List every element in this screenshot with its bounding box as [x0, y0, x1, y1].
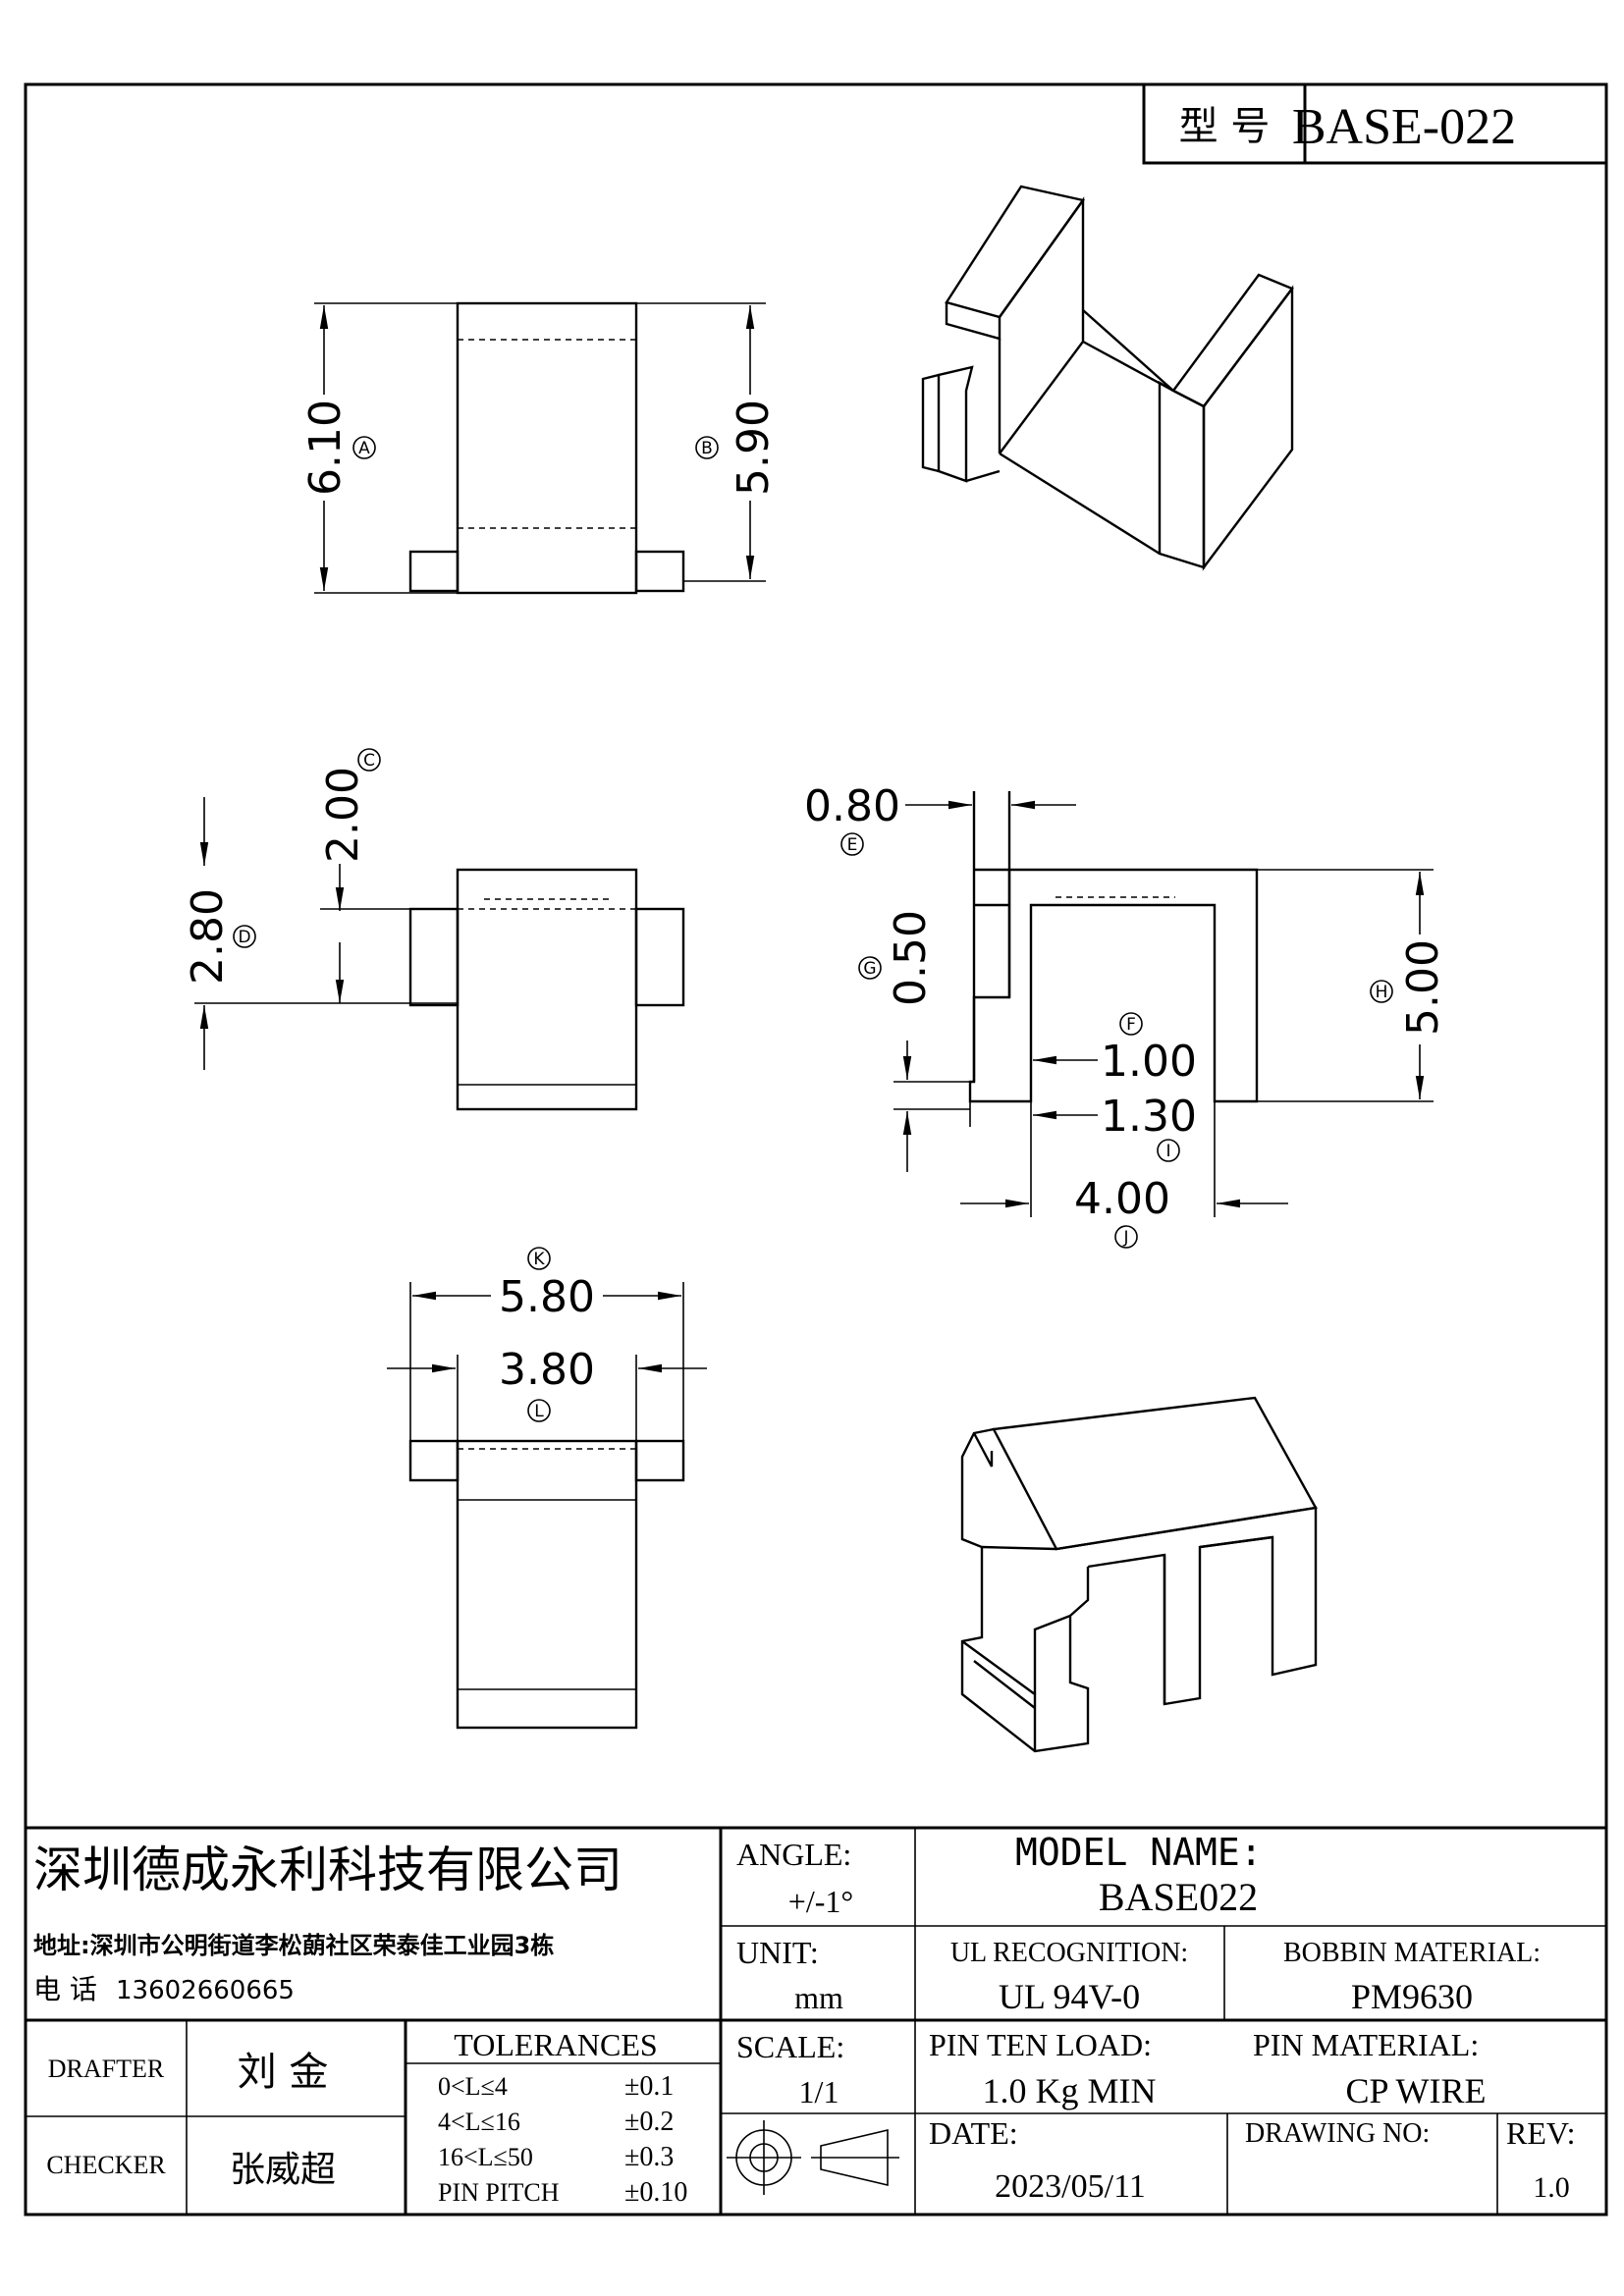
- dim-g-tag: G: [863, 959, 876, 979]
- bottom-view: 5.80 K 3.80 L: [387, 1247, 707, 1730]
- tolerance-value: ±0.1: [624, 2071, 674, 2102]
- dim-d-value: 2.80: [183, 888, 233, 985]
- angle-value: +/-1°: [788, 1884, 853, 1919]
- phone-number: 13602660665: [116, 1976, 295, 2005]
- scale-label: SCALE:: [736, 2029, 844, 2064]
- pin-load-label: PIN TEN LOAD:: [929, 2027, 1152, 2062]
- dim-j-tag: J: [1122, 1228, 1128, 1248]
- angle-label: ANGLE:: [736, 1837, 851, 1872]
- unit-value: mm: [794, 1980, 843, 2015]
- dim-a-tag: A: [358, 439, 370, 458]
- dim-k-tag: K: [533, 1250, 545, 1269]
- pin-material-label: PIN MATERIAL:: [1253, 2027, 1479, 2062]
- ul-value: UL 94V-0: [999, 1977, 1140, 2016]
- dim-j-value: 4.00: [1074, 1174, 1170, 1224]
- projection-symbol-icon: [727, 2120, 899, 2195]
- bobbin-material-label: BOBBIN MATERIAL:: [1283, 1938, 1541, 1968]
- date-label: DATE:: [929, 2115, 1018, 2151]
- tolerance-range: 0<L≤4: [438, 2072, 508, 2101]
- dim-c-tag: C: [363, 751, 375, 771]
- drafter-name: 刘 金: [238, 2050, 329, 2095]
- part-number-label: 型 号: [1179, 104, 1271, 149]
- drawing-frame: [24, 82, 1608, 2216]
- scale-value: 1/1: [799, 2074, 839, 2109]
- tolerance-value: ±0.10: [624, 2177, 687, 2208]
- isometric-view-top: [921, 185, 1294, 571]
- dim-f-tag: F: [1126, 1015, 1136, 1035]
- drawing-no-label: DRAWING NO:: [1245, 2118, 1430, 2149]
- tolerance-value: ±0.3: [624, 2142, 674, 2172]
- dim-d-tag: D: [238, 928, 250, 947]
- tolerance-range: 16<L≤50: [438, 2143, 533, 2171]
- part-number-value: BASE-022: [1292, 99, 1516, 155]
- model-name-label: MODEL NAME:: [1015, 1831, 1263, 1874]
- isometric-view-bottom: [960, 1396, 1318, 1753]
- dim-i-value: 1.30: [1101, 1092, 1197, 1142]
- pin-material-value: CP WIRE: [1345, 2071, 1486, 2110]
- tolerances-label: TOLERANCES: [454, 2027, 657, 2062]
- tolerance-range: PIN PITCH: [438, 2178, 560, 2207]
- dim-f-value: 1.00: [1101, 1037, 1197, 1087]
- title-block: 深圳德成永利科技有限公司 地址:深圳市公明街道李松蓢社区荣泰佳工业园3栋 电 话…: [26, 1826, 1606, 2215]
- side-view: 2.80 D 2.00 C: [183, 748, 685, 1111]
- tolerance-table: 0<L≤4 ±0.1 4<L≤16 ±0.2 16<L≤50 ±0.3 PIN …: [438, 2071, 687, 2208]
- section-view: 0.80 E 0.50 G 1.00 F 1.30 I 5.00 H 4.00: [804, 781, 1448, 1249]
- unit-label: UNIT:: [736, 1935, 819, 1970]
- rev-label: REV:: [1506, 2115, 1576, 2151]
- dim-k-value: 5.80: [499, 1272, 595, 1322]
- drafter-label: DRAFTER: [48, 2055, 165, 2083]
- part-number-box: 型 号 BASE-022: [1142, 82, 1608, 165]
- company-name: 深圳德成永利科技有限公司: [33, 1842, 623, 1898]
- dim-b-value: 5.90: [729, 400, 779, 496]
- dim-e-tag: E: [847, 835, 858, 855]
- tolerance-range: 4<L≤16: [438, 2108, 520, 2136]
- top-view: 6.10 A 5.90 B: [300, 301, 779, 595]
- dim-b-tag: B: [701, 439, 713, 458]
- phone-label: 电 话: [33, 1973, 97, 2005]
- checker-name: 张威超: [230, 2150, 336, 2190]
- ul-label: UL RECOGNITION:: [950, 1938, 1188, 1968]
- rev-value: 1.0: [1533, 2171, 1570, 2204]
- dim-c-value: 2.00: [318, 767, 368, 863]
- dim-a-value: 6.10: [300, 400, 351, 496]
- dim-h-value: 5.00: [1398, 939, 1448, 1036]
- dim-g-value: 0.50: [886, 910, 936, 1006]
- date-value: 2023/05/11: [995, 2168, 1146, 2205]
- bobbin-material-value: PM9630: [1351, 1977, 1473, 2016]
- dim-l-value: 3.80: [499, 1345, 595, 1395]
- company-address: 地址:深圳市公明街道李松蓢社区荣泰佳工业园3栋: [33, 1932, 554, 1959]
- checker-label: CHECKER: [46, 2151, 166, 2179]
- tolerance-value: ±0.2: [624, 2107, 674, 2137]
- dim-l-tag: L: [534, 1402, 544, 1421]
- dim-e-value: 0.80: [804, 781, 900, 831]
- dim-i-tag: I: [1165, 1142, 1170, 1161]
- dim-h-tag: H: [1376, 983, 1388, 1002]
- model-name-value: BASE022: [1099, 1875, 1258, 1919]
- pin-load-value: 1.0 Kg MIN: [983, 2071, 1157, 2110]
